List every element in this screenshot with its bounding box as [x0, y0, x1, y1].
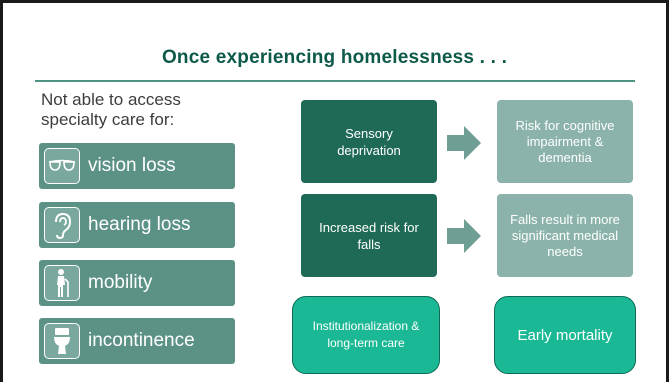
condition-tile-mobility: mobility	[39, 260, 235, 306]
title-divider	[35, 80, 635, 82]
left-heading: Not able to access specialty care for:	[41, 90, 181, 129]
arrow-right-icon	[447, 126, 481, 160]
condition-label: vision loss	[88, 155, 176, 176]
box-text: Sensory deprivation	[337, 125, 401, 158]
condition-tile-incontinence: incontinence	[39, 318, 235, 364]
ear-icon	[44, 207, 80, 243]
condition-label: hearing loss	[88, 214, 191, 235]
box-text: Risk for cognitive impairment & dementia	[515, 117, 615, 165]
box-text: Increased risk for falls	[319, 219, 419, 252]
box-text: Early mortality	[517, 326, 613, 344]
slide-border-right	[666, 0, 669, 382]
falls-risk-box: Increased risk for falls	[301, 194, 437, 277]
toilet-icon	[44, 323, 80, 359]
slide-border-top	[0, 0, 669, 3]
falls-result-box: Falls result in more significant medical…	[497, 194, 633, 277]
sensory-deprivation-box: Sensory deprivation	[301, 100, 437, 183]
early-mortality-box: Early mortality	[494, 296, 636, 374]
arrow-right-icon	[447, 219, 481, 253]
institutionalization-box: Institutionalization & long-term care	[292, 296, 440, 374]
condition-label: incontinence	[88, 330, 195, 351]
slide-border-left	[0, 0, 3, 382]
slide-title: Once experiencing homelessness . . .	[161, 47, 508, 68]
condition-tile-vision-loss: vision loss	[39, 143, 235, 189]
box-text: Falls result in more significant medical…	[510, 211, 620, 259]
condition-label: mobility	[88, 272, 153, 293]
condition-tile-hearing-loss: hearing loss	[39, 202, 235, 248]
cognitive-risk-box: Risk for cognitive impairment & dementia	[497, 100, 633, 183]
glasses-icon	[44, 148, 80, 184]
box-text: Institutionalization & long-term care	[312, 319, 420, 350]
walking-cane-person-icon	[44, 265, 80, 301]
